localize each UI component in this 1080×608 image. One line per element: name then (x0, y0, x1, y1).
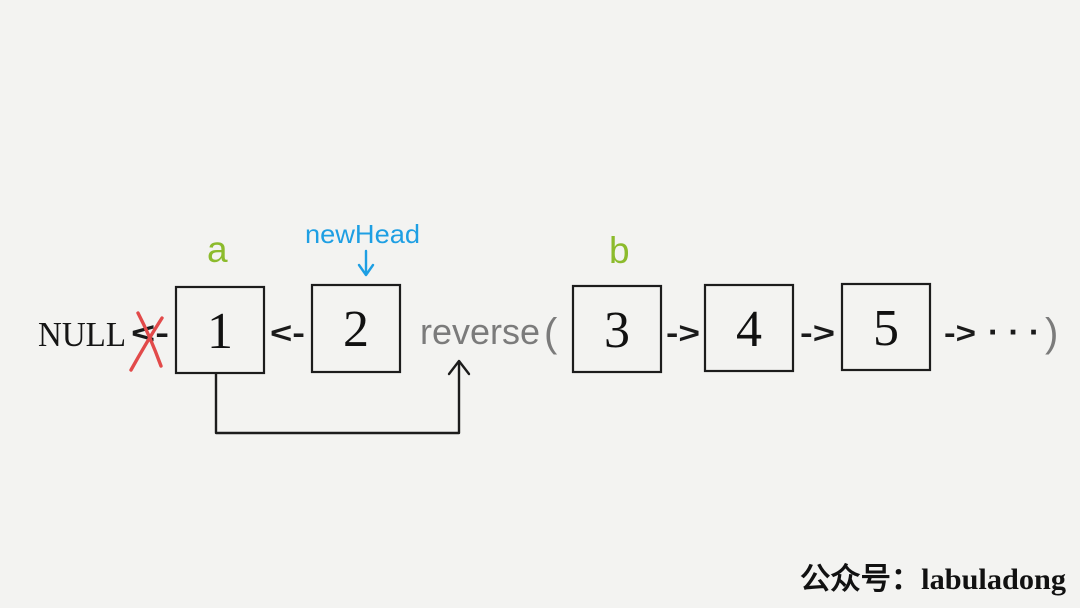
node-value: 3 (604, 302, 630, 359)
node-value: 1 (207, 303, 233, 360)
node-5: 5 (840, 282, 932, 372)
close-paren: ) (1045, 311, 1058, 355)
node-value: 2 (343, 301, 369, 358)
null-link-arrow: <- (131, 317, 169, 350)
node-1: 1 (174, 285, 266, 375)
watermark: 公众号：labuladong (800, 563, 1066, 596)
node-value: 5 (873, 300, 899, 357)
ellipsis: · · · (988, 314, 1040, 350)
new-head-label: newHead (305, 219, 420, 249)
node-box (571, 284, 663, 374)
link-arrow-1-2: <- (270, 317, 305, 350)
link-arrow-5-onward: -> (944, 317, 976, 350)
link-arrow-4-5: -> (800, 317, 835, 350)
node-3: 3 (571, 284, 663, 374)
pointer-b-label: b (609, 230, 630, 271)
pointer-a-label: a (207, 229, 228, 270)
down-arrow-icon (357, 249, 375, 277)
node-box (703, 283, 795, 373)
node-box (174, 285, 266, 375)
node-value: 4 (736, 301, 762, 358)
link-arrow-3-4: -> (666, 317, 700, 350)
reverse-call-label: reverse (420, 311, 540, 352)
node-box (310, 283, 402, 374)
up-arrow-icon (447, 359, 471, 376)
node-4: 4 (703, 283, 795, 373)
cross-out-mark (129, 311, 164, 372)
null-label: NULL (38, 315, 126, 354)
node-2: 2 (310, 283, 402, 374)
recursion-connector-arrow (214, 359, 471, 435)
open-paren: ( (544, 311, 558, 355)
cross-stroke-2 (129, 316, 164, 372)
node-box (840, 282, 932, 372)
connector-line (214, 360, 461, 435)
